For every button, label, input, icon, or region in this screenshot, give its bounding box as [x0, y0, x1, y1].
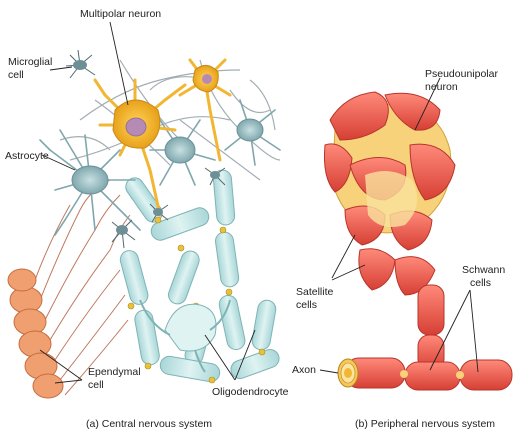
caption-pns: (b) Peripheral nervous system — [355, 418, 495, 430]
label-astrocyte: Astrocyte — [5, 150, 49, 162]
multipolar-neuron — [95, 60, 230, 215]
stem-axon — [418, 285, 444, 370]
axon-cross-section — [338, 359, 358, 387]
label-axon: Axon — [292, 364, 316, 376]
label-ependymal-cell-line2: cell — [88, 379, 104, 391]
label-microglial-cell-line2: cell — [8, 69, 24, 81]
label-microglial-cell-line1: Microglial — [8, 56, 52, 68]
label-ependymal-cell-line1: Ependymal — [88, 366, 141, 378]
myelinated-axons — [118, 169, 281, 383]
label-satellite-cells-line2: cells — [296, 299, 317, 311]
caption-cns: (a) Central nervous system — [86, 418, 212, 430]
schwann-cells — [345, 358, 512, 390]
label-schwann-cells-line2: cells — [470, 277, 491, 289]
label-oligodendrocyte: Oligodendrocyte — [212, 386, 288, 398]
label-multipolar-neuron: Multipolar neuron — [80, 8, 161, 20]
label-pseudounipolar-line2: neuron — [425, 81, 458, 93]
label-pseudounipolar-line1: Pseudounipolar — [425, 68, 498, 80]
label-satellite-cells-line1: Satellite — [296, 286, 333, 298]
pns-illustration — [320, 78, 512, 390]
label-schwann-cells-line1: Schwann — [462, 264, 505, 276]
cns-illustration — [8, 22, 282, 398]
